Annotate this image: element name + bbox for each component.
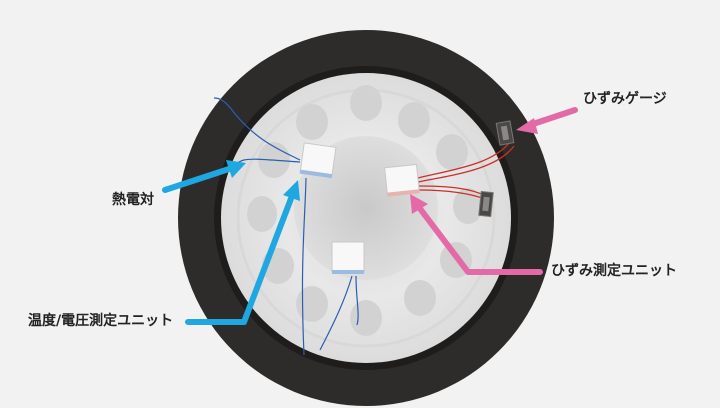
temp-voltage-unit-box-lower (331, 241, 365, 274)
thermocouple-label: 熱電対 (112, 192, 154, 208)
wire (417, 145, 515, 183)
wheel-hole (296, 104, 328, 140)
wheel-hole (296, 286, 328, 322)
temp-voltage-unit-label: 温度/電圧測定ユニット (28, 313, 174, 329)
wheel-hole (404, 280, 436, 316)
strain-unit-box (384, 163, 420, 197)
temp-voltage-unit-box (299, 142, 337, 179)
wire (301, 177, 307, 356)
wheel-hole (350, 300, 382, 336)
thermocouple-wires (213, 97, 359, 356)
thermocouple-arrow (162, 160, 246, 193)
wheel-hole (247, 196, 277, 232)
wire (213, 97, 301, 161)
strain-gauge-upper (495, 120, 515, 146)
strain-unit-label: ひずみ測定ユニット (551, 263, 677, 279)
wire (417, 141, 511, 179)
strain-gauge-arrow (516, 107, 578, 134)
wire (355, 275, 359, 326)
wheel-hole (350, 85, 382, 121)
strain-gauge-lower (478, 190, 494, 218)
wire (319, 275, 353, 351)
wheel-hole (453, 188, 483, 224)
wheel-hole (436, 134, 468, 170)
strain-unit-arrow (410, 194, 543, 275)
wheel-holes (247, 85, 483, 336)
strain-gauge-label: ひずみゲージ (583, 91, 667, 107)
temp-voltage-unit-arrow (185, 180, 300, 325)
wheel-hole (398, 102, 430, 138)
